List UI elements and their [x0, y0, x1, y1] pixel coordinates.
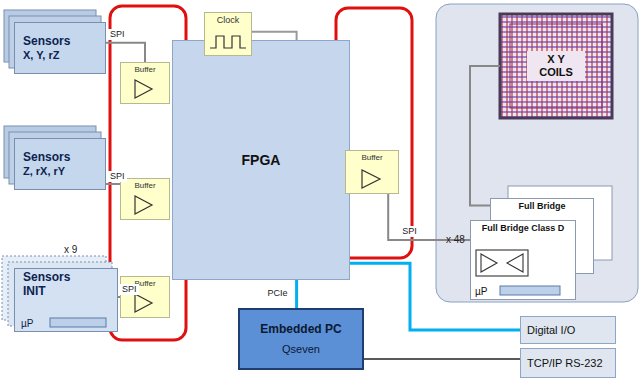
- clock-box: Clock: [204, 12, 252, 56]
- signal-label: PCIe: [266, 288, 290, 299]
- node-text: Qseven: [282, 343, 320, 356]
- amplifier-card: Full Bridge Class D µP: [470, 220, 576, 300]
- node-text: Full Bridge Class D: [482, 223, 565, 233]
- connector: [364, 358, 520, 360]
- microcontroller-chip: [500, 286, 560, 295]
- node-text: Clock: [217, 15, 240, 25]
- coil-array: X Y COILS: [500, 14, 612, 118]
- coil-array: [500, 14, 612, 118]
- io-box: TCP/IP RS-232: [520, 348, 616, 378]
- node-text: µP: [21, 318, 33, 330]
- connector: [295, 280, 298, 308]
- clock-wave: [210, 36, 246, 48]
- node-text: µP: [475, 286, 487, 298]
- sensor-box: SensorsZ, rX, rY: [14, 138, 106, 190]
- drawing-part: [135, 196, 152, 214]
- node-text: FPGA: [242, 152, 281, 168]
- microcontroller-chip: [50, 318, 106, 327]
- drawing-part: [500, 14, 612, 118]
- node-text: INIT: [23, 285, 46, 299]
- count-label: x 9: [62, 244, 79, 255]
- sensor-box: SensorsINIT µP: [14, 268, 118, 332]
- node-text: TCP/IP RS-232: [527, 357, 603, 370]
- io-box: Digital I/O: [520, 316, 616, 344]
- connector: [106, 183, 120, 185]
- connector: [106, 43, 145, 62]
- node-text: Buffer: [134, 65, 155, 74]
- drawing-part: [135, 294, 152, 312]
- embedded-pc-box: Embedded PC Qseven: [238, 308, 364, 370]
- signal-label: SPI: [108, 171, 127, 182]
- buffer-box: Buffer: [120, 62, 170, 104]
- node-text: Sensors: [23, 35, 70, 49]
- drawing-part: [481, 254, 497, 272]
- signal-label: SPI: [108, 29, 127, 40]
- connector: [470, 66, 500, 206]
- drawing-part: [507, 254, 523, 272]
- connector: [388, 194, 470, 240]
- buffer-box: Buffer: [120, 178, 170, 220]
- node-text: Sensors: [23, 271, 70, 285]
- sensor-box: SensorsX, Y, rZ: [14, 22, 106, 74]
- drawing-part: [476, 250, 528, 276]
- node-text: Buffer: [361, 153, 382, 162]
- drive-panel: [436, 4, 638, 302]
- signal-label: SPI: [400, 226, 419, 237]
- node-text: Embedded PC: [260, 323, 341, 337]
- buffer-box: Buffer: [120, 276, 170, 318]
- count-label: x 48: [444, 234, 467, 245]
- node-text: Z, rX, rY: [23, 165, 65, 178]
- node-text: Buffer: [134, 279, 155, 288]
- buffer-box: Buffer: [345, 150, 399, 194]
- buffer-symbol: [135, 80, 380, 312]
- fpga-box: FPGA: [172, 40, 350, 280]
- node-text: X, Y, rZ: [23, 49, 59, 62]
- drawing-part: [362, 170, 380, 188]
- node-text: Buffer: [134, 181, 155, 190]
- node-text: X Y COILS: [527, 51, 585, 80]
- node-text: Digital I/O: [527, 324, 575, 337]
- node-text: Full Bridge: [519, 201, 566, 211]
- connector: [252, 32, 297, 40]
- node-text: Sensors: [23, 151, 70, 165]
- drawing-part: [510, 24, 602, 108]
- drawing-part: [135, 80, 152, 98]
- amplifier-symbol: [476, 250, 528, 276]
